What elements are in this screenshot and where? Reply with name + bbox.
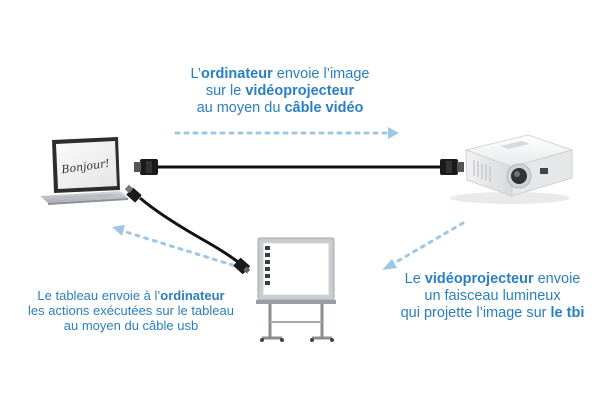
caption-bold: vidéoprojecteur [245,83,355,99]
caption-bold: ordinateur [160,288,225,303]
caption-line: Le tableau envoie à l’ordinateur [0,288,262,303]
arrow-projector-to-board [382,221,465,270]
arrow-board-to-computer [112,225,244,270]
caption-line: au moyen du câble usb [0,318,262,333]
caption-text: qui projette l’image sur [400,305,551,321]
caption-text: Le [404,271,425,287]
usb-cable [124,184,251,274]
interactive-whiteboard [256,237,336,342]
caption-projector-to-board: Le vidéoprojecteur envoie un faisceau lu… [385,271,600,322]
caption-line: un faisceau lumineux [385,288,600,305]
caption-text: L’ [190,66,202,82]
caption-board-to-computer: Le tableau envoie à l’ordinateur les act… [0,288,262,333]
projector [450,134,574,204]
arrow-computer-to-projector [174,127,399,139]
caption-line: Le vidéoprojecteur envoie [385,271,600,288]
caption-bold: câble vidéo [284,100,364,116]
caption-computer-to-projector: L’ordinateur envoie l’image sur le vidéo… [150,66,410,117]
caption-bold: le tbi [550,305,585,321]
caption-text: Le tableau envoie à l’ [37,288,161,303]
caption-line: qui projette l’image sur le tbi [385,305,600,322]
caption-line: au moyen du câble vidéo [150,100,410,117]
caption-text: sur le [205,83,246,99]
caption-text: envoie [533,271,581,287]
caption-text: les actions exécutées sur le tableau [28,303,234,318]
caption-bold: vidéoprojecteur [424,271,534,287]
video-cable [134,159,464,175]
caption-line: sur le vidéoprojecteur [150,83,410,100]
caption-line: L’ordinateur envoie l’image [150,66,410,83]
caption-text: envoie l’image [272,66,370,82]
caption-text: au moyen du câble usb [63,318,199,333]
caption-bold: ordinateur [201,66,273,82]
laptop [40,137,128,205]
caption-line: les actions exécutées sur le tableau [0,303,262,318]
caption-text: un faisceau lumineux [424,288,561,304]
caption-text: au moyen du [196,100,285,116]
